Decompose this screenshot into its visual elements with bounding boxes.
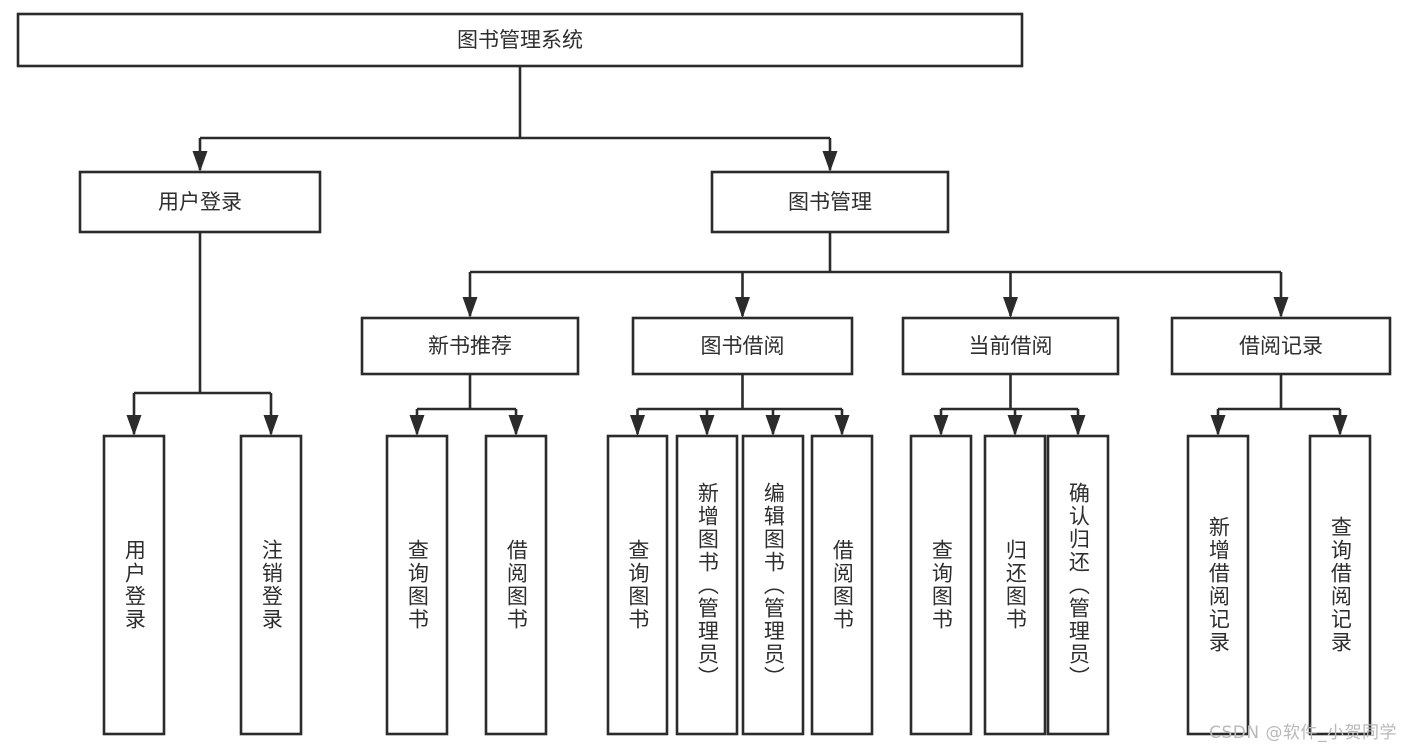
leaf-box-11[interactable]: [1186, 434, 1250, 736]
arrowhead-record-1: [1332, 415, 1348, 436]
node-l2-label-0: 用户登录: [158, 190, 242, 214]
leaf-box-10[interactable]: [1046, 434, 1110, 736]
node-l3-label-1: 图书借阅: [701, 334, 785, 358]
box-layer: [16, 12, 1392, 736]
arrowhead-borrow-2: [765, 415, 781, 436]
arrowhead-current-0: [933, 415, 949, 436]
node-l3-label-3: 借阅记录: [1239, 334, 1323, 358]
arrowhead-current-2: [1070, 415, 1086, 436]
node-l3-label-2: 当前借阅: [969, 334, 1053, 358]
arrowhead-record-0: [1210, 415, 1226, 436]
leaf-box-2[interactable]: [385, 434, 449, 736]
leaf-box-12[interactable]: [1308, 434, 1372, 736]
connector-layer: [126, 66, 1348, 436]
node-l3-box-0[interactable]: [360, 316, 580, 376]
arrowhead-borrow-1: [699, 415, 715, 436]
node-l2-label-1: 图书管理: [788, 190, 872, 214]
arrowhead-l3-1: [735, 297, 750, 318]
leaf-box-8[interactable]: [909, 434, 973, 736]
arrowhead-newbook-1: [508, 415, 524, 436]
node-l3-label-0: 新书推荐: [428, 334, 512, 358]
arrowhead-newbook-0: [409, 415, 425, 436]
leaf-box-5[interactable]: [675, 434, 739, 736]
arrowhead-l3-0: [462, 297, 478, 318]
leaf-box-9[interactable]: [983, 434, 1047, 736]
arrowhead-l2-1: [822, 151, 838, 172]
arrowhead-l2-0: [192, 151, 208, 172]
arrowhead-l3-3: [1273, 297, 1289, 318]
leaf-box-4[interactable]: [606, 434, 669, 736]
leaf-box-0[interactable]: [102, 434, 166, 736]
node-l2-box-0[interactable]: [78, 170, 322, 234]
arrowhead-userlogin-0: [126, 415, 142, 436]
leaf-box-6[interactable]: [741, 434, 805, 736]
leaf-box-3[interactable]: [484, 434, 548, 736]
node-l2-box-1[interactable]: [710, 170, 950, 234]
node-root-box[interactable]: [16, 12, 1024, 68]
arrowhead-borrow-0: [630, 415, 645, 436]
arrowhead-l3-2: [1003, 297, 1018, 318]
node-l3-box-1[interactable]: [631, 316, 854, 376]
leaf-box-1[interactable]: [239, 434, 303, 736]
arrowhead-userlogin-1: [263, 415, 279, 436]
node-l3-box-3[interactable]: [1170, 316, 1392, 376]
arrowhead-borrow-3: [834, 415, 850, 436]
node-l3-box-2[interactable]: [901, 316, 1120, 376]
arrowhead-current-1: [1007, 415, 1023, 436]
leaf-box-7[interactable]: [810, 434, 874, 736]
watermark: CSDN @软件_小贺同学: [1209, 723, 1397, 743]
node-root-label: 图书管理系统: [457, 28, 583, 52]
